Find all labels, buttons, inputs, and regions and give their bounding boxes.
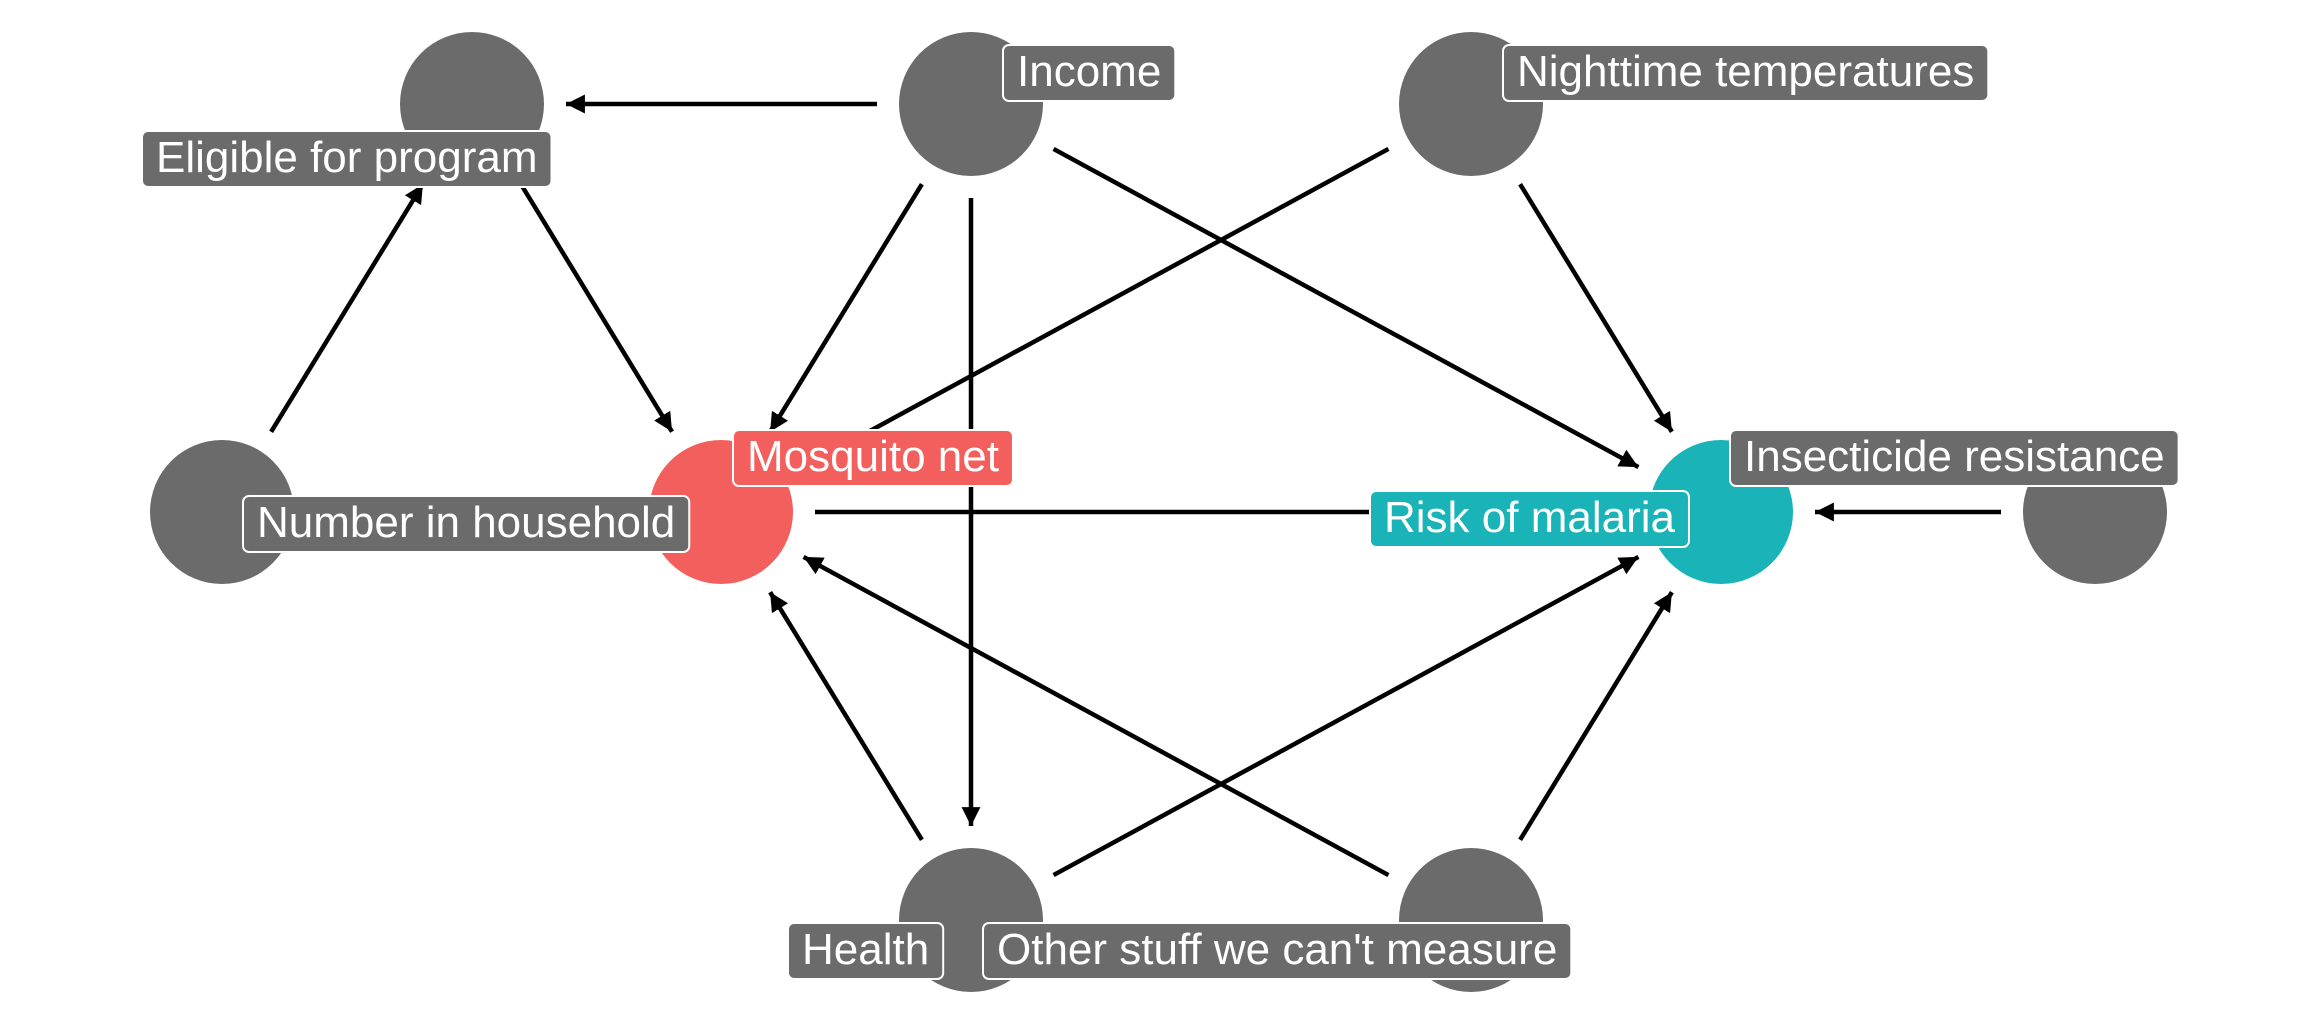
label-box-nighttime [1502,44,1990,102]
labels-layer: Eligible for program Income Nighttime temp… [141,44,2180,980]
label-text-health: Health [802,925,929,974]
label-box-other [982,922,1573,980]
label-box-insecticide [1729,429,2180,487]
label-household: Number in household [242,495,691,553]
label-text-nighttime: Nighttime temperatures [1517,47,1974,96]
label-text-other: Other stuff we can't measure [997,925,1557,974]
label-net: Mosquito net [732,429,1014,487]
edges-layer [269,94,2001,878]
label-income: Income [1002,44,1177,102]
label-health: Health [787,922,945,980]
edge-income-to-malaria [1052,146,1640,470]
label-text-malaria: Risk of malaria [1384,493,1675,542]
label-text-insecticide: Insecticide resistance [1744,432,2165,481]
edge-other-to-net [802,554,1390,878]
edge-nighttime-to-malaria [1518,182,1674,434]
edge-other-to-malaria [1518,590,1674,842]
label-text-income: Income [1017,47,1161,96]
label-text-eligible: Eligible for program [156,133,538,182]
edge-nighttime-to-net [802,146,1390,470]
edge-income-to-net [768,182,924,434]
label-box-income [1002,44,1177,102]
edge-eligible-to-net [519,183,674,433]
label-text-net: Mosquito net [747,432,999,481]
edge-health-to-malaria [1052,554,1640,878]
label-box-household [242,495,691,553]
label-box-eligible [141,130,553,188]
edge-health-to-net [768,590,924,842]
label-box-health [787,922,945,980]
label-eligible: Eligible for program [141,130,553,188]
edge-household-to-eligible [269,182,425,434]
label-nighttime: Nighttime temperatures [1502,44,1990,102]
label-other: Other stuff we can't measure [982,922,1573,980]
label-text-household: Number in household [257,498,675,547]
label-box-malaria [1369,490,1690,548]
label-box-net [732,429,1014,487]
label-insecticide: Insecticide resistance [1729,429,2180,487]
label-malaria: Risk of malaria [1369,490,1690,548]
